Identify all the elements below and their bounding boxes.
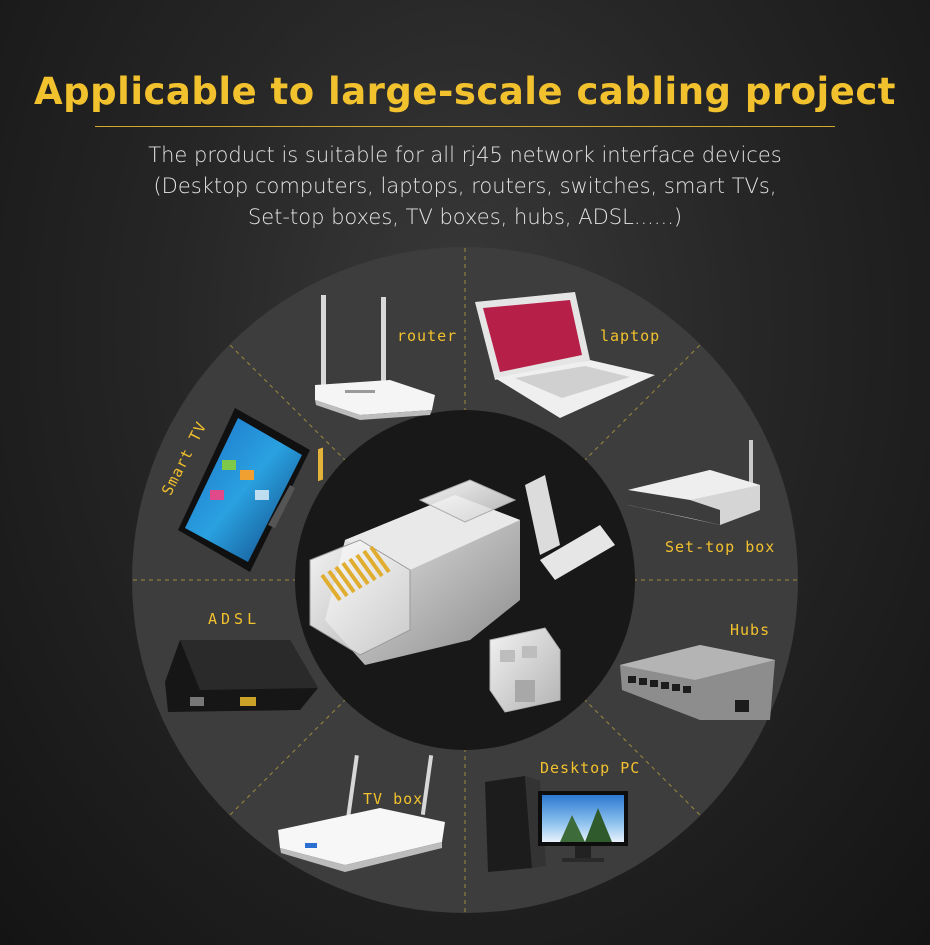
label-desktop-pc: Desktop PC [540,759,641,777]
insert-block [489,627,561,713]
label-adsl: ADSL [208,610,261,628]
description-line-2: (Desktop computers, laptops, routers, sw… [153,174,777,198]
tv-box-image [278,755,445,872]
label-set-top-box: Set-top box [665,538,776,556]
description: The product is suitable for all rj45 net… [0,140,930,233]
hubs-image [620,645,775,720]
laptop-image [475,292,655,418]
smart-tv-image [178,408,310,572]
label-laptop: laptop [600,327,661,345]
label-router: router [397,327,458,345]
label-tv-box: TV box [363,790,424,808]
set-top-box-image [628,440,760,525]
description-line-1: The product is suitable for all rj45 net… [148,143,782,167]
label-hubs: Hubs [730,621,771,639]
description-line-3: Set-top boxes, TV boxes, hubs, ADSL.....… [247,205,683,229]
desktop-pc-image [485,776,628,872]
router-image [315,295,435,420]
adsl-image [165,640,318,712]
rj45-connector-image [309,447,615,713]
page-title: Applicable to large-scale cabling projec… [34,70,896,113]
title-divider [95,126,835,127]
